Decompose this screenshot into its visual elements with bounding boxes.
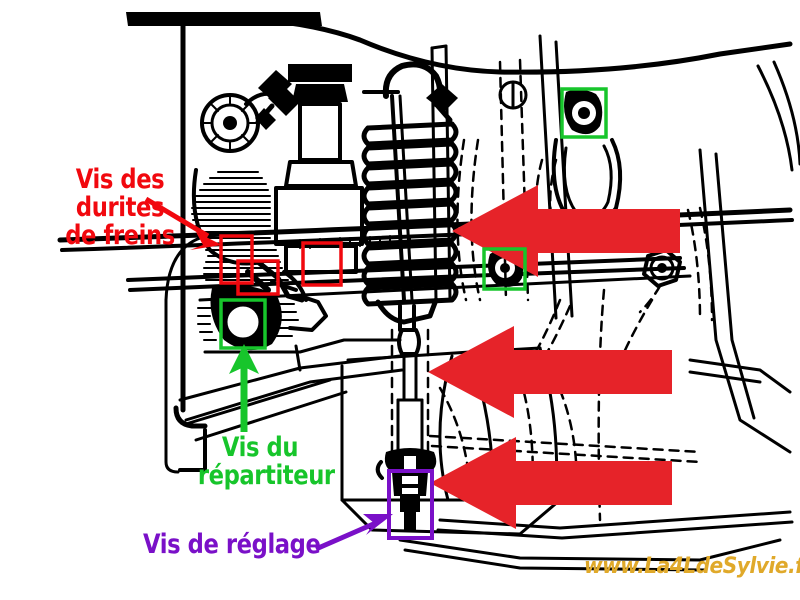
site-watermark: www.La4LdeSylvie.fr xyxy=(584,554,800,579)
label-line: Vis du xyxy=(221,432,299,463)
label-vis-du-repartiteur: Vis du répartiteur xyxy=(197,432,335,492)
green-callout-arrow xyxy=(229,344,259,432)
red-callout-arrow xyxy=(144,196,222,250)
label-line: répartiteur xyxy=(197,460,335,492)
purple-box-reglage xyxy=(387,469,434,540)
red-arrow-bottom xyxy=(430,437,672,529)
green-box-top-bolt xyxy=(560,87,608,139)
purple-callout-arrow xyxy=(315,514,393,552)
red-arrow-middle xyxy=(428,326,672,418)
label-vis-de-reglage: Vis de réglage xyxy=(143,529,321,560)
red-arrow-top xyxy=(452,185,680,277)
label-line: Vis des xyxy=(75,164,165,195)
watermark-text: www.La4LdeSylvie.fr xyxy=(584,554,800,579)
label-line: Vis de réglage xyxy=(143,529,321,560)
green-box-repartiteur xyxy=(219,298,267,350)
label-line: durites xyxy=(75,192,165,224)
label-line: de freins xyxy=(65,220,175,252)
green-box-mid-bolt xyxy=(482,247,527,291)
label-vis-des-durites-de-freins: Vis des durites de freins xyxy=(60,164,181,252)
red-box-lower-left xyxy=(236,259,280,296)
red-box-right xyxy=(301,241,343,287)
